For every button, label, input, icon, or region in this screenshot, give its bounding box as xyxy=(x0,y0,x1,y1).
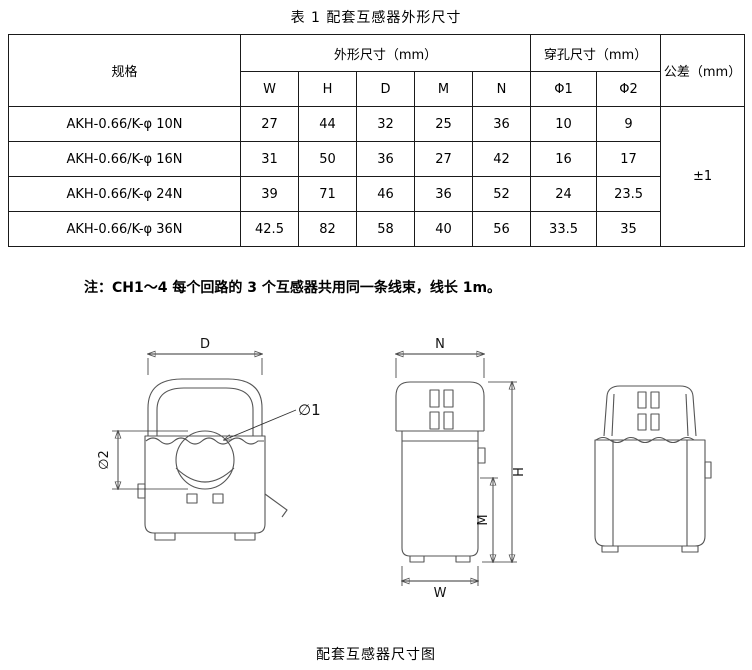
value-cell: 40 xyxy=(414,211,473,247)
value-cell: 56 xyxy=(471,211,532,247)
header-hole-dims: 穿孔尺寸（mm） xyxy=(530,34,662,72)
value-cell: 16 xyxy=(530,141,598,177)
table-title: 表 1 配套互感器外形尺寸 xyxy=(290,10,462,26)
header-spec: 规格 xyxy=(8,34,241,107)
value-cell: 9 xyxy=(596,106,662,142)
col-header-m: M xyxy=(414,71,473,107)
value-cell: 24 xyxy=(530,176,598,212)
dim-label-h: H xyxy=(512,467,527,477)
table-row: AKH-0.66/K-φ 36N 42.5 82 58 40 56 33.5 3… xyxy=(8,211,745,247)
value-cell: 42.5 xyxy=(240,211,299,247)
value-cell: 50 xyxy=(298,141,357,177)
value-cell: 58 xyxy=(356,211,415,247)
transformer-dimension-drawing: D ∅2 ∅1 xyxy=(97,337,712,601)
value-cell: 71 xyxy=(298,176,357,212)
value-cell: 36 xyxy=(356,141,415,177)
value-cell: 39 xyxy=(240,176,299,212)
value-cell: 35 xyxy=(596,211,662,247)
col-header-phi1: Φ1 xyxy=(530,71,598,107)
value-cell: 33.5 xyxy=(530,211,598,247)
col-header-d: D xyxy=(356,71,415,107)
value-cell: 36 xyxy=(471,106,532,142)
value-cell: 82 xyxy=(298,211,357,247)
dim-label-phi1: ∅1 xyxy=(298,401,321,419)
value-cell: 44 xyxy=(298,106,357,142)
value-cell: 36 xyxy=(414,176,473,212)
dim-label-d: D xyxy=(200,337,210,352)
dim-label-n: N xyxy=(435,337,445,352)
col-header-w: W xyxy=(240,71,299,107)
value-cell: 32 xyxy=(356,106,415,142)
value-cell: 25 xyxy=(414,106,473,142)
value-cell: 52 xyxy=(471,176,532,212)
value-cell: 27 xyxy=(240,106,299,142)
value-cell: 46 xyxy=(356,176,415,212)
rear-view-drawing xyxy=(594,385,712,553)
dimensions-table: 规格 外形尺寸（mm） 穿孔尺寸（mm） 公差（mm） W H D M N Φ1… xyxy=(8,34,746,247)
spec-cell: AKH-0.66/K-φ 10N xyxy=(8,106,241,142)
value-cell: 27 xyxy=(414,141,473,177)
side-view-drawing: N H M W xyxy=(396,337,527,601)
value-cell: 23.5 xyxy=(596,176,662,212)
header-row-groups: 规格 外形尺寸（mm） 穿孔尺寸（mm） 公差（mm） xyxy=(8,34,746,107)
header-tolerance: 公差（mm） xyxy=(660,34,746,107)
dim-label-w: W xyxy=(434,586,447,601)
value-cell: 31 xyxy=(240,141,299,177)
dim-label-phi2: ∅2 xyxy=(97,450,112,470)
front-view-drawing: D ∅2 ∅1 xyxy=(97,337,321,541)
header-outline-dims: 外形尺寸（mm） xyxy=(239,34,532,72)
table-row: AKH-0.66/K-φ 16N 31 50 36 27 42 16 17 xyxy=(8,141,745,177)
col-header-phi2: Φ2 xyxy=(596,71,662,107)
header-row-columns: W H D M N Φ1 Φ2 xyxy=(9,71,745,107)
table-row: AKH-0.66/K-φ 10N 27 44 32 25 36 10 9 ±1 xyxy=(8,106,746,247)
value-cell: 10 xyxy=(530,106,598,142)
col-header-h: H xyxy=(298,71,357,107)
figure-caption: 配套互感器尺寸图 xyxy=(316,647,436,663)
value-cell: 42 xyxy=(471,141,532,177)
spec-cell: AKH-0.66/K-φ 36N xyxy=(8,211,241,247)
value-cell: 17 xyxy=(596,141,662,177)
col-header-n: N xyxy=(471,71,532,107)
dim-label-m: M xyxy=(476,514,491,525)
spec-cell: AKH-0.66/K-φ 16N xyxy=(8,141,241,177)
wiring-note: 注：CH1～4 每个回路的 3 个互感器共用同一条线束，线长 1m。 xyxy=(84,280,502,296)
tolerance-cell: ±1 xyxy=(660,106,746,247)
table-row: AKH-0.66/K-φ 24N 39 71 46 36 52 24 23.5 xyxy=(8,176,745,212)
spec-cell: AKH-0.66/K-φ 24N xyxy=(8,176,241,212)
